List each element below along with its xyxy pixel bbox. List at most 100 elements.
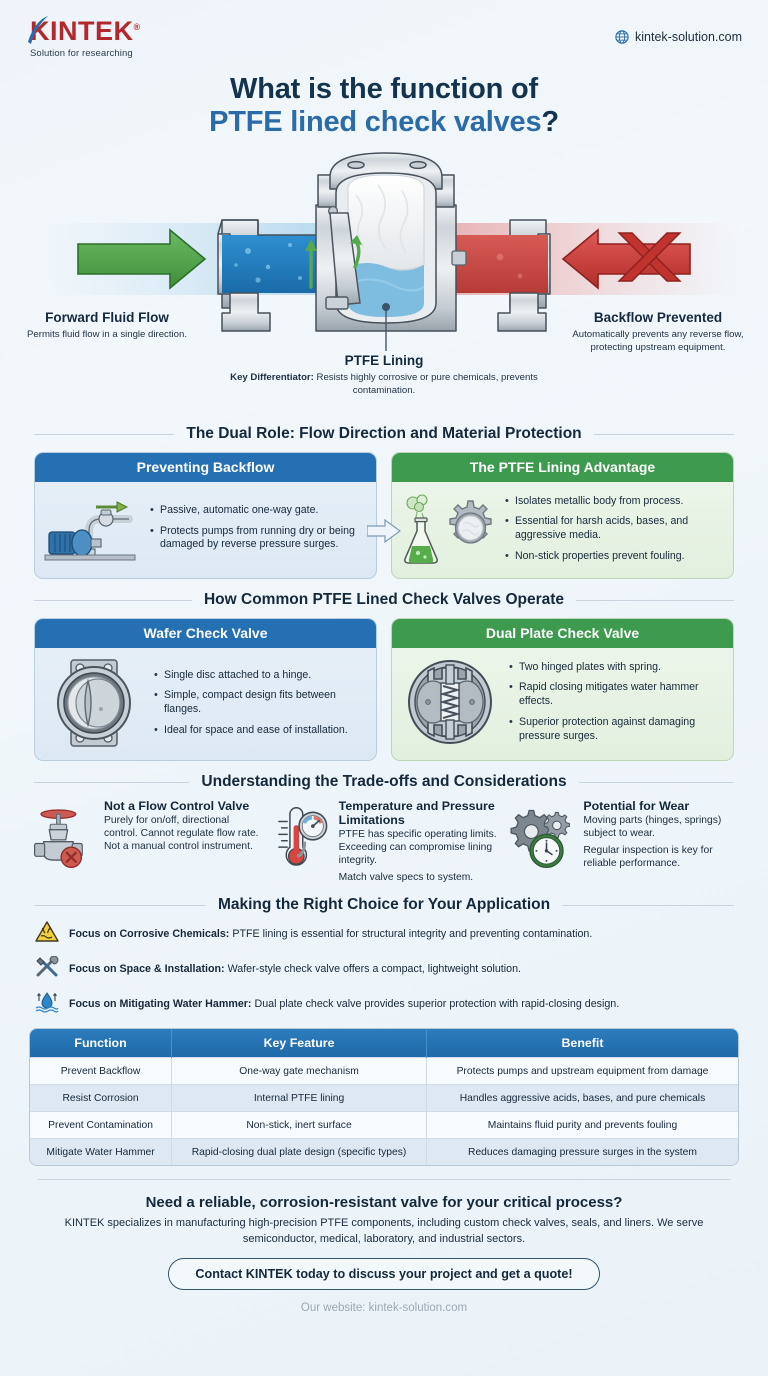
choice-text-space: Focus on Space & Installation: Wafer-sty… — [69, 963, 521, 976]
table-header-cell: Key Feature — [171, 1029, 427, 1058]
tradeoff-title: Potential for Wear — [583, 799, 690, 814]
footer-cta-section: Need a reliable, corrosion-resistant val… — [0, 1179, 768, 1314]
forward-flow-arrow-icon — [77, 228, 207, 290]
divider-right — [576, 599, 735, 601]
card-body-preventing-backflow: Passive, automatic one-way gate. Protect… — [35, 482, 376, 576]
tradeoff-text-temperature-pressure: Temperature and Pressure Limitations PTF… — [339, 799, 502, 884]
title-highlight: PTFE lined check valves — [209, 106, 542, 139]
top-bar: KINTEK® Solution for researching kintek-… — [0, 0, 768, 59]
list-item: Protects pumps from running dry or being… — [149, 524, 366, 553]
choice-label: Focus on Space & Installation: — [69, 963, 225, 976]
divider-left — [34, 433, 175, 435]
list-item: Ideal for space and ease of installation… — [153, 723, 366, 738]
title-question-mark: ? — [541, 106, 559, 139]
list-item: Simple, compact design fits between flan… — [153, 688, 366, 717]
table-header-row: Function Key Feature Benefit — [30, 1029, 738, 1058]
choice-label: Focus on Mitigating Water Hammer: — [69, 998, 252, 1011]
wafer-check-valve-icon — [57, 659, 131, 747]
tradeoff-paragraph: Regular inspection is key for reliable p… — [583, 844, 713, 869]
section-title-tradeoffs: Understanding the Trade-offs and Conside… — [201, 773, 567, 791]
tools-icon — [34, 955, 60, 983]
title-line-1: What is the function of — [230, 73, 538, 105]
tradeoff-potential-wear: Potential for Wear Moving parts (hinges,… — [505, 799, 740, 884]
table-header-cell: Function — [30, 1029, 173, 1058]
tradeoff-temperature-pressure: Temperature and Pressure Limitations PTF… — [267, 799, 502, 884]
logo-swoosh-icon — [28, 16, 48, 44]
section-title-dual-role: The Dual Role: Flow Direction and Materi… — [186, 425, 582, 443]
divider-left — [34, 904, 206, 906]
pump-with-check-valve-icon — [44, 501, 136, 561]
tradeoff-paragraph: Match valve specs to system. — [338, 871, 474, 883]
hero-valve-diagram: Forward Fluid Flow Permits fluid flow in… — [0, 145, 768, 413]
table-cell: Resist Corrosion — [30, 1084, 173, 1112]
card-connector-arrow-icon — [367, 518, 401, 544]
choice-body: Dual plate check valve provides superior… — [251, 998, 620, 1011]
hero-mid-body: Resists highly corrosive or pure chemica… — [313, 372, 538, 396]
contact-cta-button[interactable]: Contact KINTEK today to discuss your pro… — [168, 1257, 600, 1290]
divider-right — [578, 781, 734, 783]
table-row: Prevent Backflow One-way gate mechanism … — [30, 1057, 738, 1085]
section-title-operate: How Common PTFE Lined Check Valves Opera… — [203, 591, 565, 609]
footer-body: KINTEK specializes in manufacturing high… — [64, 1217, 704, 1245]
card-body-wafer-check-valve: Single disc attached to a hinge. Simple,… — [35, 648, 376, 760]
section-header-dual-role: The Dual Role: Flow Direction and Materi… — [0, 425, 768, 443]
choice-item-corrosive: Focus on Corrosive Chemicals: PTFE linin… — [34, 921, 734, 948]
table-cell: Protects pumps and upstream equipment fr… — [426, 1057, 738, 1085]
logo-tagline: Solution for researching — [30, 48, 133, 59]
title-line-2: PTFE lined check valves? — [0, 106, 768, 139]
list-item: Superior protection against damaging pre… — [508, 715, 723, 744]
table-row: Prevent Contamination Non-stick, inert s… — [30, 1111, 738, 1139]
card-body-dual-plate-check-valve: Two hinged plates with spring. Rapid clo… — [392, 648, 733, 758]
website-url-text: kintek-solution.com — [635, 30, 742, 44]
choice-label: Focus on Corrosive Chemicals: — [69, 928, 230, 941]
gears-clock-icon — [510, 809, 571, 869]
kintek-logo: KINTEK® Solution for researching — [28, 16, 141, 59]
card-dual-plate-check-valve: Dual Plate Check Valve Two hinged p — [391, 618, 734, 762]
card-title-ptfe-lining-advantage: The PTFE Lining Advantage — [392, 453, 733, 483]
operate-cards: Wafer Check Valve Single — [0, 618, 768, 762]
hero-left-heading: Forward Fluid Flow — [45, 310, 169, 326]
choice-body: Wafer-style check valve offers a compact… — [224, 963, 522, 976]
list-item: Essential for harsh acids, bases, and ag… — [504, 514, 723, 543]
section-header-tradeoffs: Understanding the Trade-offs and Conside… — [0, 773, 768, 791]
dual-plate-check-valve-icon — [408, 660, 492, 745]
footer-website: Our website: kintek-solution.com — [300, 1301, 468, 1314]
table-cell: Handles aggressive acids, bases, and pur… — [426, 1084, 738, 1112]
table-cell: One-way gate mechanism — [171, 1057, 427, 1085]
choice-item-space: Focus on Space & Installation: Wafer-sty… — [34, 955, 734, 983]
table-cell: Reduces damaging pressure surges in the … — [426, 1138, 738, 1166]
card-bullets-ptfe-lining-advantage: Isolates metallic body from process. Ess… — [504, 494, 723, 564]
card-title-dual-plate-check-valve: Dual Plate Check Valve — [392, 619, 733, 649]
list-item: Rapid closing mitigates water hammer eff… — [508, 680, 723, 709]
hero-caption-middle: PTFE Lining Key Differentiator: Resists … — [229, 353, 539, 397]
card-title-preventing-backflow: Preventing Backflow — [35, 453, 376, 483]
table-cell: Maintains fluid purity and prevents foul… — [426, 1111, 738, 1139]
card-wafer-check-valve: Wafer Check Valve Single — [34, 618, 377, 762]
tradeoff-title: Temperature and Pressure Limitations — [338, 799, 495, 828]
section-header-operate: How Common PTFE Lined Check Valves Opera… — [0, 591, 768, 609]
tradeoff-paragraph: Purely for on/off, directional control. … — [104, 815, 259, 852]
corrosive-hazard-icon — [34, 921, 60, 948]
logo-wordmark: KINTEK® — [28, 16, 141, 45]
table-header-cell: Benefit — [426, 1029, 738, 1058]
summary-table-wrap: Function Key Feature Benefit Prevent Bac… — [0, 1029, 768, 1166]
list-item: Isolates metallic body from process. — [504, 494, 723, 509]
dual-role-cards: Preventing Backflow — [0, 452, 768, 580]
globe-valve-blocked-icon — [33, 809, 83, 869]
divider-left — [34, 781, 190, 783]
tradeoff-not-flow-control: Not a Flow Control Valve Purely for on/o… — [28, 799, 263, 884]
card-body-ptfe-lining-advantage: Isolates metallic body from process. Ess… — [392, 482, 733, 578]
list-item: Single disc attached to a hinge. — [153, 668, 366, 683]
card-title-wafer-check-valve: Wafer Check Valve — [35, 619, 376, 649]
choice-text-corrosive: Focus on Corrosive Chemicals: PTFE linin… — [69, 928, 592, 941]
website-link[interactable]: kintek-solution.com — [615, 30, 742, 44]
divider-left — [34, 599, 192, 601]
hero-mid-text: Key Differentiator: Resists highly corro… — [229, 372, 539, 397]
divider-right — [593, 433, 735, 435]
table-cell: Non-stick, inert surface — [171, 1111, 427, 1139]
footer-heading: Need a reliable, corrosion-resistant val… — [145, 1194, 623, 1212]
card-bullets-preventing-backflow: Passive, automatic one-way gate. Protect… — [149, 503, 366, 553]
check-valve-cutaway-illustration — [40, 152, 740, 352]
tradeoff-text-potential-wear: Potential for Wear Moving parts (hinges,… — [583, 799, 740, 884]
